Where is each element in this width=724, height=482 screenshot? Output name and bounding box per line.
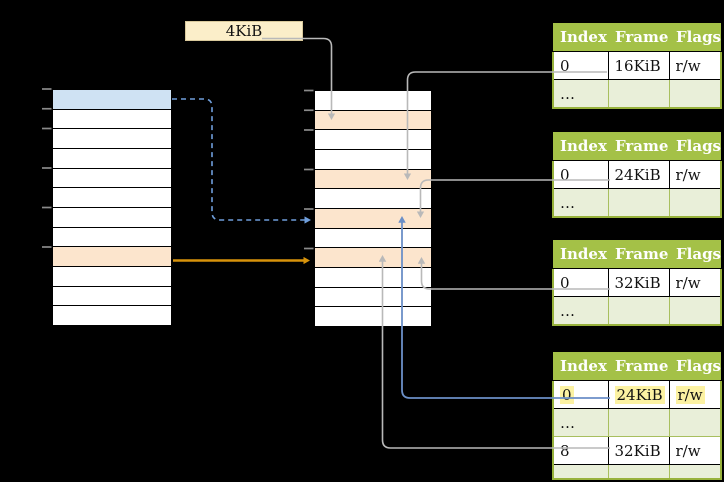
page-table-1-cell-1-0: … [552, 79, 609, 109]
page-table-2-cell-1-0: … [552, 188, 609, 218]
physical-frame-row-11 [315, 307, 431, 327]
page-table-1-cell-0-1: 16KiB [607, 50, 670, 80]
physical-memory-table [314, 90, 432, 327]
physical-frame-row-4 [315, 169, 431, 190]
page-table-1-cell-1-1 [607, 79, 670, 109]
physical-frame-row-10 [315, 287, 431, 308]
page-table-3-row-1: … [552, 296, 722, 326]
page-table-4-row-1: … [552, 408, 722, 437]
highlighted-value: 24KiB [614, 385, 665, 404]
page-table-2-header-frame: Frame [607, 132, 669, 160]
virtual-page-row-6 [53, 208, 171, 228]
virtual-page-row-11 [53, 306, 171, 326]
page-table-4-row-3: … [552, 464, 722, 478]
page-table-4-cell-2-1: 32KiB [607, 436, 670, 465]
physical-frame-row-2 [315, 130, 431, 151]
page-table-4-cell-3-0: … [552, 464, 609, 478]
virtual-page-row-5 [53, 188, 171, 209]
physical-frame-row-9 [315, 268, 431, 288]
page-table-4-cell-2-0: 8 [552, 436, 609, 465]
page-table-1-cell-0-2: r/w [668, 50, 722, 80]
page-table-3-cell-1-2 [668, 296, 722, 326]
virtual-page-row-0 [53, 90, 171, 110]
virtual-page-row-8 [53, 247, 171, 268]
page-table-4-cell-2-2: r/w [668, 436, 722, 465]
highlighted-value: 0 [560, 385, 574, 404]
physical-frame-row-0 [315, 91, 431, 111]
page-table-4-header-flags: Flags [668, 352, 721, 380]
page-table-3-cell-0-2: r/w [668, 267, 722, 297]
page-table-4-cell-3-1 [607, 464, 670, 478]
page-table-4-cell-0-0: 0 [552, 379, 609, 409]
page-table-4-cell-1-0: … [552, 408, 609, 437]
page-table-4-cell-1-1 [607, 408, 670, 437]
page-table-3-cell-1-1 [607, 296, 670, 326]
page-table-2-cell-0-0: 0 [552, 159, 609, 189]
page-table-2-header-index: Index [553, 132, 608, 160]
page-table-2-cell-1-2 [668, 188, 722, 218]
page-table-4-header-frame: Frame [607, 352, 669, 380]
physical-frame-row-1 [315, 110, 431, 131]
page-table-3-header-index: Index [553, 240, 608, 268]
page-table-3-cell-0-1: 32KiB [607, 267, 670, 297]
virtual-memory-table [52, 89, 172, 326]
page-table-2-header-flags: Flags [668, 132, 721, 160]
page-table-4-cell-1-2 [668, 408, 722, 437]
physical-frame-row-7 [315, 228, 431, 249]
page-table-4-row-0: 0 24KiB r/w [552, 379, 722, 409]
page-table-3-header-flags: Flags [668, 240, 721, 268]
page-table-2-cell-0-1: 24KiB [607, 159, 670, 189]
physical-frame-row-5 [315, 189, 431, 210]
page-table-2-row-1: … [552, 188, 722, 218]
page-table-4-cell-0-1: 24KiB [607, 379, 670, 409]
virtual-page-row-2 [53, 129, 171, 150]
physical-frame-row-3 [315, 150, 431, 170]
virtual-page-0-to-frame-6-arrow [172, 98, 311, 224]
page-table-1-header-index: Index [553, 23, 608, 51]
page-table-1-header-frame: Frame [607, 23, 669, 51]
virtual-page-row-9 [53, 267, 171, 287]
physical-frame-row-8 [315, 248, 431, 269]
page-table-4-cell-3-2 [668, 464, 722, 478]
page-size-label: 4KiB [225, 22, 263, 40]
virtual-page-row-3 [53, 149, 171, 169]
page-table-4-cell-0-2: r/w [668, 379, 722, 409]
page-table-1-cell-0-0: 0 [552, 50, 609, 80]
virtual-page-row-7 [53, 227, 171, 248]
page-table-1-cell-1-2 [668, 79, 722, 109]
virtual-page-row-1 [53, 109, 171, 130]
page-table-3-cell-1-0: … [552, 296, 609, 326]
page-table-2-cell-1-1 [607, 188, 670, 218]
page-table-3-header-frame: Frame [607, 240, 669, 268]
page-table-1-row-1: … [552, 79, 722, 109]
virtual-page-row-10 [53, 286, 171, 307]
page-table-3-cell-0-0: 0 [552, 267, 609, 297]
page-table-4-header-index: Index [553, 352, 608, 380]
highlighted-value: r/w [675, 385, 705, 404]
physical-frame-row-6 [315, 209, 431, 229]
page-table-2-cell-0-2: r/w [668, 159, 722, 189]
page-table-1-header-flags: Flags [668, 23, 721, 51]
virtual-page-row-4 [53, 168, 171, 189]
page-size-label-box: 4KiB [185, 21, 303, 41]
